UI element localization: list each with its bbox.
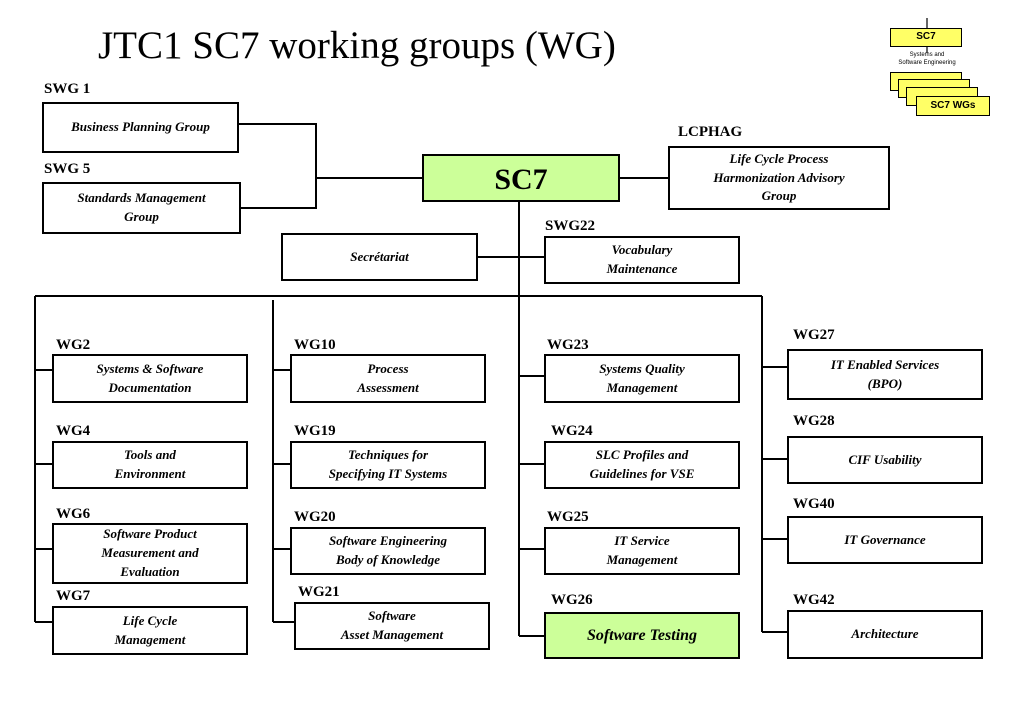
wg26-box: Software Testing — [544, 612, 740, 659]
wg2-tag: WG2 — [56, 337, 91, 353]
wg20-box: Software Engineering Body of Knowledge — [290, 527, 486, 575]
wg42-tag: WG42 — [793, 592, 835, 608]
wg28-box: CIF Usability — [787, 436, 983, 484]
legend-connector — [926, 18, 928, 53]
legend-wgs-box: SC7 WGs — [916, 96, 990, 116]
wg19-box: Techniques for Specifying IT Systems — [290, 441, 486, 489]
wg6-box: Software Product Measurement and Evaluat… — [52, 523, 248, 584]
wg25-box: IT Service Management — [544, 527, 740, 575]
legend-sc7-box: SC7 — [890, 28, 962, 47]
swg22-tag: SWG22 — [545, 218, 596, 234]
wg27-box: IT Enabled Services (BPO) — [787, 349, 983, 400]
wg24-tag: WG24 — [551, 423, 593, 439]
wg42-box: Architecture — [787, 610, 983, 659]
wg26-tag: WG26 — [551, 592, 593, 608]
wg23-tag: WG23 — [547, 337, 589, 353]
wg6-tag: WG6 — [56, 506, 91, 522]
wg21-box: Software Asset Management — [294, 602, 490, 650]
legend-diagram: SC7 Systems and Software Engineering SC7… — [880, 18, 1000, 123]
wg19-tag: WG19 — [294, 423, 336, 439]
lcphag-box: Life Cycle Process Harmonization Advisor… — [668, 146, 890, 210]
swg5-box: Standards Management Group — [42, 182, 241, 234]
wg4-tag: WG4 — [56, 423, 91, 439]
legend-subtitle: Systems and Software Engineering — [898, 52, 956, 66]
wg7-tag: WG7 — [56, 588, 91, 604]
swg5-tag: SWG 5 — [44, 161, 91, 177]
wg24-box: SLC Profiles and Guidelines for VSE — [544, 441, 740, 489]
page-title: JTC1 SC7 working groups (WG) — [98, 24, 616, 67]
wg10-tag: WG10 — [294, 337, 336, 353]
wg21-tag: WG21 — [298, 584, 340, 600]
secretariat-box: Secrétariat — [281, 233, 478, 281]
wg40-box: IT Governance — [787, 516, 983, 564]
swg1-tag: SWG 1 — [44, 81, 91, 97]
wg40-tag: WG40 — [793, 496, 835, 512]
wg27-tag: WG27 — [793, 327, 835, 343]
lcphag-tag: LCPHAG — [678, 124, 743, 140]
wg25-tag: WG25 — [547, 509, 589, 525]
swg22-box: Vocabulary Maintenance — [544, 236, 740, 284]
wg4-box: Tools and Environment — [52, 441, 248, 489]
wg10-box: Process Assessment — [290, 354, 486, 403]
wg2-box: Systems & Software Documentation — [52, 354, 248, 403]
swg1-box: Business Planning Group — [42, 102, 239, 153]
wg20-tag: WG20 — [294, 509, 336, 525]
wg7-box: Life Cycle Management — [52, 606, 248, 655]
sc7-box: SC7 — [422, 154, 620, 202]
wg23-box: Systems Quality Management — [544, 354, 740, 403]
wg28-tag: WG28 — [793, 413, 835, 429]
